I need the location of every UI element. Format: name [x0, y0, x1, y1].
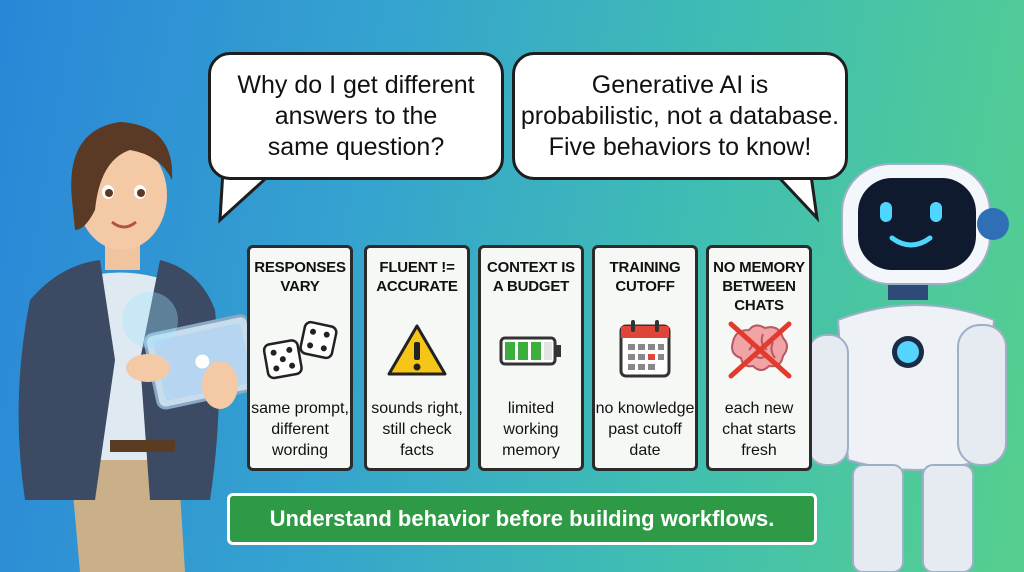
- card-title: NO MEMORY BETWEEN CHATS: [713, 259, 805, 314]
- card-responses-vary: RESPONSES VARY same prompt, different wo…: [247, 245, 353, 471]
- card-training-cutoff: TRAINING CUTOFF no knowledge past cutoff…: [592, 245, 698, 471]
- card-title: TRAINING CUTOFF: [609, 259, 681, 295]
- card-description: each new chat starts fresh: [722, 400, 796, 459]
- card-title: CONTEXT IS A BUDGET: [486, 259, 575, 295]
- crossed-brain-icon: [728, 321, 792, 379]
- card-context-budget: CONTEXT IS A BUDGET limited working memo…: [478, 245, 584, 471]
- card-no-memory: NO MEMORY BETWEEN CHATS each new chat st…: [706, 245, 812, 471]
- dice-icon: [262, 320, 338, 380]
- card-description: no knowledge past cutoff date: [595, 400, 695, 459]
- warning-icon: [387, 324, 447, 376]
- calendar-icon: [619, 320, 671, 378]
- woman-illustration: [18, 122, 250, 572]
- card-description: same prompt, different wording: [251, 400, 349, 459]
- robot-illustration: [808, 163, 1009, 572]
- card-description: limited working memory: [502, 400, 560, 459]
- card-fluent-accurate: FLUENT != ACCURATE sounds right, still c…: [364, 245, 470, 471]
- question-bubble: Why do I get different answers to the sa…: [208, 52, 504, 180]
- summary-banner-text: Understand behavior before building work…: [269, 506, 775, 531]
- card-title: RESPONSES VARY: [254, 259, 346, 295]
- battery-icon: [499, 336, 561, 366]
- card-title: FLUENT != ACCURATE: [376, 259, 458, 295]
- summary-banner: Understand behavior before building work…: [227, 493, 817, 545]
- card-description: sounds right, still check facts: [371, 400, 463, 459]
- answer-bubble: Generative AI is probabilistic, not a da…: [512, 52, 848, 180]
